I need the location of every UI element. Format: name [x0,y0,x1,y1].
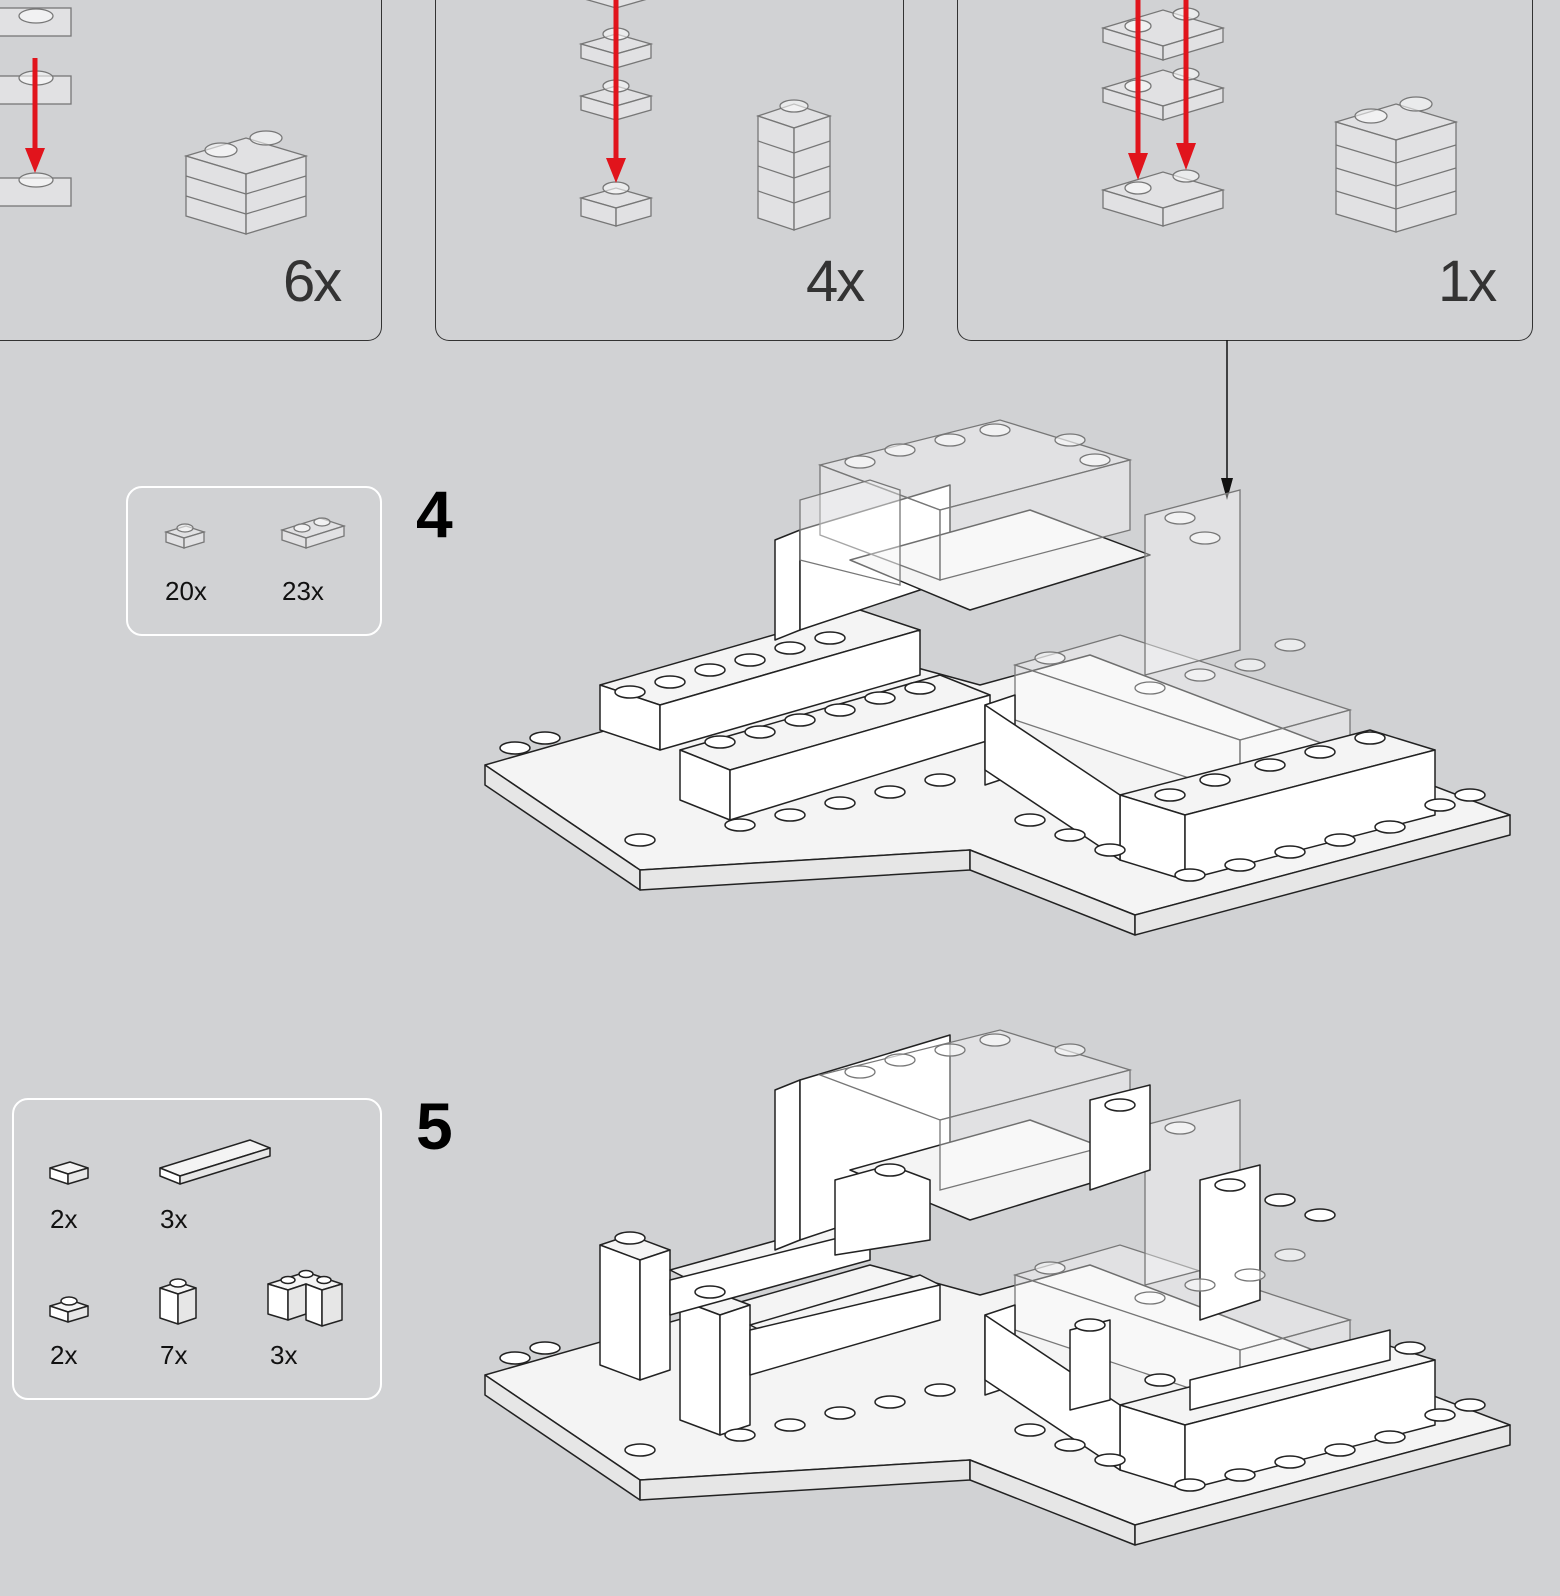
plate-1x1-icon [49,1296,89,1323]
subassembly-box-1: 6x [0,0,382,341]
tile-1x1-icon [49,1161,89,1185]
subassembly-3-multiplier: 1x [1438,249,1497,314]
connector-arrow [1221,340,1233,500]
tile-1x6-icon [159,1139,271,1185]
plate-1x2-clear-icon [279,517,347,549]
subassembly-2-illustration [578,0,833,231]
subassembly-box-2: 4x [435,0,904,341]
plate-1x1-clear-icon [163,523,207,549]
step-5-part-5-qty: 3x [270,1340,298,1370]
step-4-number: 4 [416,477,453,551]
brick-corner-icon [267,1269,343,1327]
step-4-part-1-qty: 20x [165,576,207,606]
subassembly-1-multiplier: 6x [283,249,342,314]
step-5-model-illustration [484,1029,1511,1546]
brick-1x1-icon [159,1278,197,1325]
subassembly-2-multiplier: 4x [806,249,865,314]
step-5-part-4-qty: 7x [160,1340,188,1370]
step-5-parts-box: 2x 3x 2x 7x 3x [12,1098,382,1400]
step-4-model-illustration [484,419,1511,936]
subassembly-box-3: 1x [957,0,1533,341]
subassembly-3-illustration [1100,0,1459,233]
step-5-number: 5 [416,1089,453,1163]
step-5-part-1-qty: 2x [50,1204,78,1234]
step-4-parts-box: 20x 23x [126,486,382,636]
step-5-part-3-qty: 2x [50,1340,78,1370]
step-5-part-2-qty: 3x [160,1204,188,1234]
step-4-part-2-qty: 23x [282,576,324,606]
subassembly-1-illustration [0,7,309,235]
